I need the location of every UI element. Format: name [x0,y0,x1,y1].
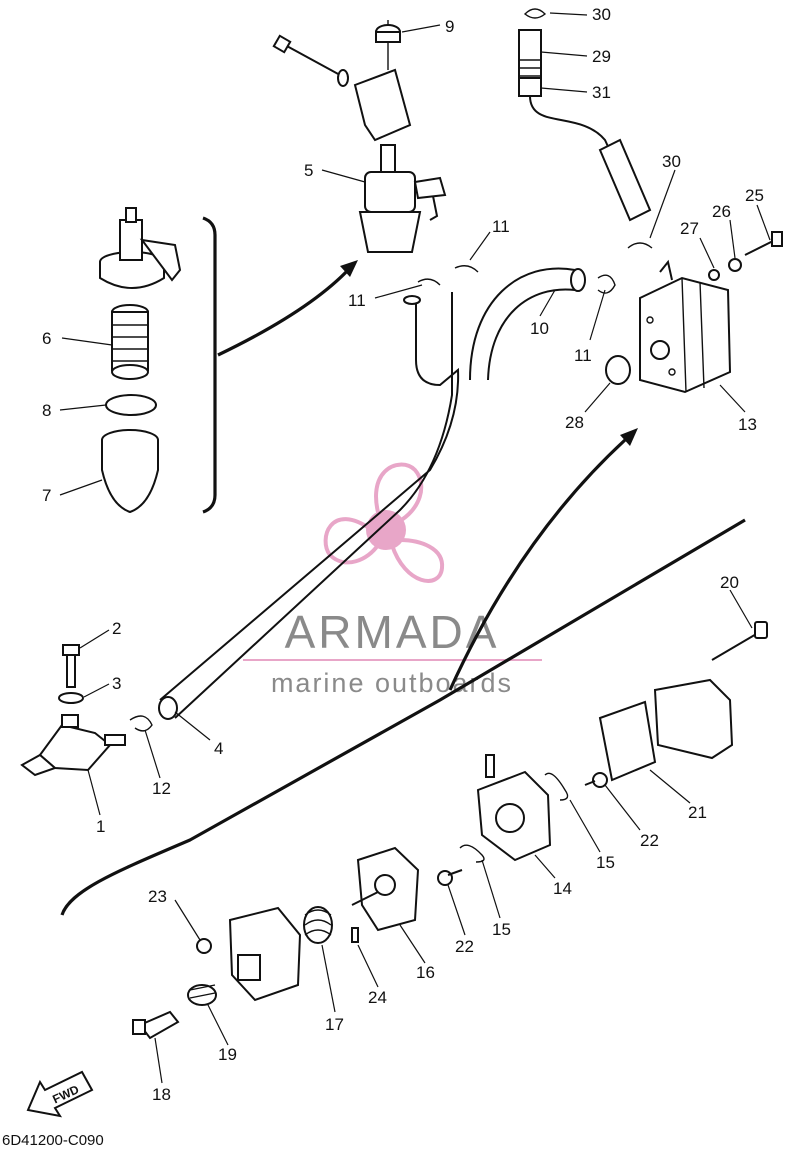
clip-11-b [454,265,479,273]
washer-27 [708,269,720,281]
pump-body-14 [476,754,552,862]
connector-29-31 [518,29,652,222]
label-part-22-upper: 22 [640,831,659,850]
label-part-24: 24 [368,988,387,1007]
clip-11-c [597,274,616,294]
leader-lines [59,12,771,1084]
label-part-20: 20 [720,573,739,592]
clip-30-top [523,8,547,19]
label-part-25: 25 [745,186,764,205]
check-valve-15-lower [459,844,485,863]
spring-17 [303,906,333,944]
propeller-icon [323,462,445,583]
label-part-19: 19 [218,1045,237,1064]
screw-22-lower [437,869,463,886]
clip-12 [129,715,153,732]
label-part-29: 29 [592,47,611,66]
label-part-8: 8 [42,401,51,420]
nut-23 [196,938,212,954]
bracket-bolt [272,34,349,87]
clip-30 [627,242,653,249]
filter-pointer-head [340,260,358,277]
hose-end-left [158,696,178,720]
screw-25 [744,231,783,256]
hose-10-end [570,268,586,292]
pump-base [228,906,302,1002]
label-part-15-upper: 15 [596,853,615,872]
fuel-hose-10 [469,267,576,381]
filter-bracket [202,216,217,514]
label-part-11-left: 11 [348,291,366,310]
filter-element-6 [111,304,149,380]
assembly-arrow-line [448,438,627,691]
plunger-18 [132,1010,180,1040]
label-part-5: 5 [304,161,313,180]
label-part-6: 6 [42,329,51,348]
label-part-15-lower: 15 [492,920,511,939]
label-part-22-lower: 22 [455,937,474,956]
cover-plate [653,678,734,760]
label-part-11-right: 11 [492,217,510,236]
fuel-joint-1 [20,714,126,777]
label-part-31: 31 [592,83,611,102]
fuel-filter-5 [358,144,447,253]
bolt-2 [62,644,80,688]
screw-22-upper [584,772,608,788]
section-divider-line [60,518,746,916]
label-part-28: 28 [565,413,584,432]
part-number-labels: 9 30 29 31 5 30 27 26 25 11 11 10 11 6 8… [42,5,764,1104]
label-part-12: 12 [152,779,171,798]
nut-9 [375,24,401,43]
label-part-26: 26 [712,202,731,221]
label-part-9: 9 [445,17,454,36]
watermark-brand: ARMADA [285,606,500,658]
label-part-18: 18 [152,1085,171,1104]
o-ring-28 [605,355,631,385]
gasket-21 [598,700,657,782]
washer-26 [728,258,742,272]
label-part-17: 17 [325,1015,344,1034]
label-part-23: 23 [148,887,167,906]
watermark-logo: ARMADA marine outboards [243,462,542,698]
clip-11-a [417,278,441,286]
diagram-code: 6D41200-C090 [2,1132,104,1149]
label-part-4: 4 [214,739,223,758]
label-part-7: 7 [42,486,51,505]
forward-arrow-icon: FWD [26,1070,94,1118]
label-part-1: 1 [96,817,105,836]
pin-24 [351,927,359,943]
label-part-11-pump: 11 [574,346,592,365]
fuel-hose-4 [159,304,460,701]
fuel-hose-4-outer [174,292,453,719]
fuel-pump-13 [639,259,732,394]
washer-3 [58,692,84,704]
label-part-27: 27 [680,219,699,238]
filter-cup-7 [101,429,159,514]
spring-19 [187,984,217,1006]
label-part-10: 10 [530,319,549,338]
hose-end-top [403,295,421,305]
filter-pointer-line [217,266,352,357]
watermark-tagline: marine outboards [271,668,513,698]
label-part-14: 14 [553,879,572,898]
label-part-30: 30 [662,152,681,171]
label-part-3: 3 [112,674,121,693]
assembly-arrow-head [620,428,638,446]
label-part-2: 2 [112,619,121,638]
filter-cap-exploded [99,207,182,289]
o-ring-8 [105,394,157,416]
screw-20 [711,621,768,661]
check-valve-15-upper [544,772,569,801]
label-part-21: 21 [688,803,707,822]
label-part-16: 16 [416,963,435,982]
label-part-13: 13 [738,415,757,434]
diaphragm-16 [351,846,420,932]
label-part-30-top: 30 [592,5,611,24]
